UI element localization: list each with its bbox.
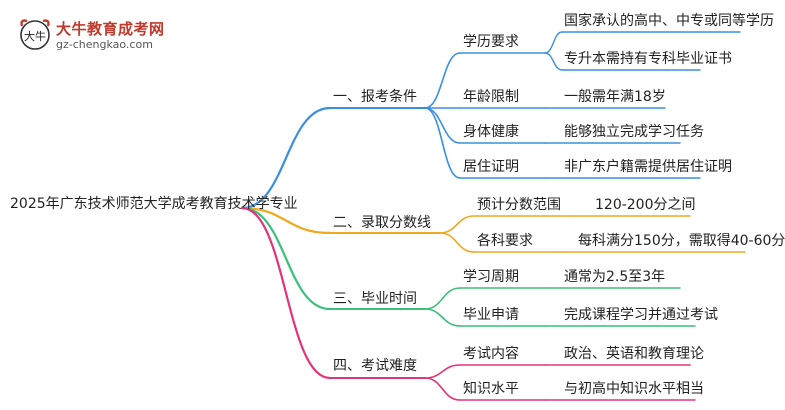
branch-graduation-label: 三、毕业时间 bbox=[333, 291, 417, 307]
edge-education-value-2 bbox=[544, 52, 563, 71]
edge-subject-req bbox=[439, 232, 475, 253]
value-study-period: 通常为2.5至3年 bbox=[564, 269, 666, 285]
item-health-label: 身体健康 bbox=[463, 124, 519, 140]
root-edge-difficulty bbox=[240, 206, 332, 380]
item-score-range-label: 预计分数范围 bbox=[477, 197, 561, 213]
value-health: 能够独立完成学习任务 bbox=[564, 124, 704, 140]
edge-residence bbox=[424, 107, 461, 179]
mindmap-connectors bbox=[240, 31, 746, 401]
item-exam-content-label: 考试内容 bbox=[463, 346, 519, 362]
edge-exam-content bbox=[424, 364, 461, 379]
branch-cutoff-label: 二、录取分数线 bbox=[333, 215, 431, 231]
item-grad-apply-label: 毕业申请 bbox=[463, 307, 519, 323]
edge-grad-apply bbox=[424, 308, 461, 327]
edge-education-value-1 bbox=[544, 31, 563, 54]
edge-education bbox=[424, 52, 461, 109]
item-residence-label: 居住证明 bbox=[463, 159, 519, 175]
item-age-label: 年龄限制 bbox=[463, 89, 519, 105]
logo-title: 大牛教育成考网 bbox=[56, 20, 165, 38]
value-exam-content: 政治、英语和教育理论 bbox=[564, 346, 704, 362]
branch-difficulty-label: 四、考试难度 bbox=[333, 358, 417, 374]
edge-health bbox=[424, 107, 461, 144]
value-subject-req: 每科满分150分，需取得40-60分 bbox=[578, 233, 785, 249]
root-edge-conditions bbox=[240, 106, 332, 210]
item-knowledge-label: 知识水平 bbox=[463, 381, 519, 397]
logo-mark-text: 大牛 bbox=[24, 29, 46, 43]
root-edge-graduation bbox=[240, 206, 332, 311]
value-residence: 非广东户籍需提供居住证明 bbox=[564, 159, 732, 175]
root-topic: 2025年广东技术师范大学成考教育技术学专业 bbox=[10, 196, 298, 212]
item-education-label: 学历要求 bbox=[463, 34, 519, 50]
branch-conditions-label: 一、报考条件 bbox=[333, 89, 417, 105]
logo-url: gz-chengkao.com bbox=[56, 38, 153, 51]
item-study-period-label: 学习周期 bbox=[463, 269, 519, 285]
value-knowledge: 与初高中知识水平相当 bbox=[564, 381, 704, 397]
value-age: 一般需年满18岁 bbox=[564, 89, 666, 105]
value-grad-apply: 完成课程学习并通过考试 bbox=[564, 307, 718, 323]
edge-score-range bbox=[439, 215, 475, 234]
value-score-range: 120-200分之间 bbox=[595, 197, 696, 213]
item-subject-req-label: 各科要求 bbox=[477, 233, 533, 249]
mindmap-canvas: 大牛 大牛教育成考网 gz-chengkao.com 2025年广东技术师范大学… bbox=[10, 13, 785, 401]
site-logo[interactable]: 大牛 大牛教育成考网 gz-chengkao.com bbox=[18, 16, 218, 56]
edge-study-period bbox=[424, 287, 461, 310]
value-education-2: 专升本需持有专科毕业证书 bbox=[564, 51, 732, 67]
root-edge-cutoff bbox=[240, 206, 332, 235]
ox-logo-icon: 大牛 bbox=[20, 19, 50, 50]
edge-knowledge bbox=[424, 377, 461, 401]
value-education-1: 国家承认的高中、中专或同等学历 bbox=[564, 13, 774, 29]
